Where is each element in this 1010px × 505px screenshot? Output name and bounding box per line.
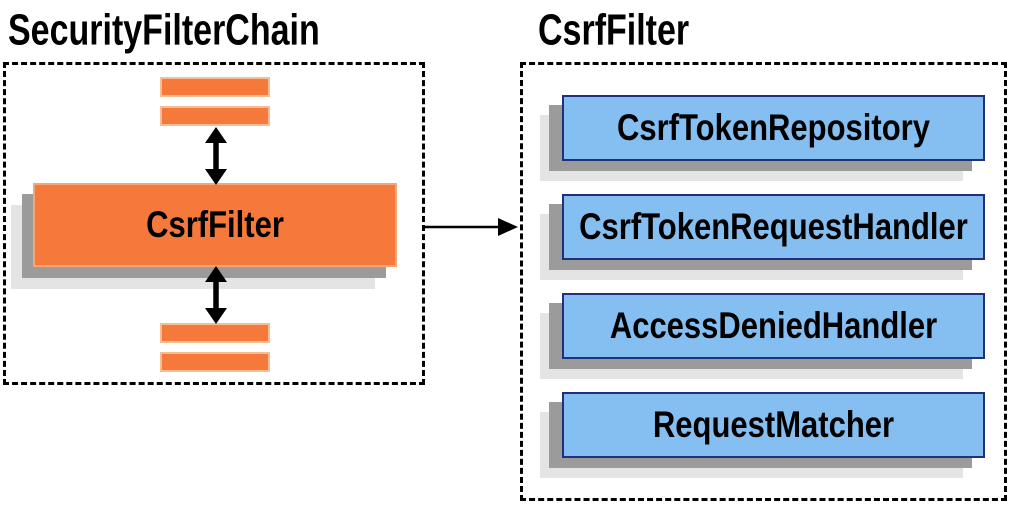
filter-placeholder-bar-top-2	[160, 106, 270, 126]
filter-placeholder-bar-bottom-1	[160, 323, 270, 343]
flow-arrow-right-icon	[424, 218, 518, 236]
filter-placeholder-bar-top-1	[160, 77, 270, 97]
security-filter-chain-panel	[3, 62, 425, 385]
access-denied-handler-label: AccessDeniedHandler	[609, 304, 938, 347]
access-denied-handler-box: AccessDeniedHandler	[562, 293, 985, 359]
filter-placeholder-bar-bottom-2	[160, 352, 270, 372]
csrf-filter-box-label: CsrfFilter	[146, 203, 284, 246]
csrf-token-request-handler-label: CsrfTokenRequestHandler	[579, 205, 968, 248]
csrf-token-repository-box: CsrfTokenRepository	[562, 95, 985, 161]
csrf-filter-detail-panel	[520, 62, 1007, 501]
request-matcher-label: RequestMatcher	[652, 403, 895, 446]
csrf-token-repository-label: CsrfTokenRepository	[617, 106, 930, 149]
csrf-filter-box: CsrfFilter	[33, 183, 397, 267]
csrf-filter-panel-title: CsrfFilter	[538, 6, 690, 55]
csrf-token-request-handler-box: CsrfTokenRequestHandler	[562, 194, 985, 260]
request-matcher-box: RequestMatcher	[562, 392, 985, 458]
security-filter-chain-title: SecurityFilterChain	[8, 6, 320, 55]
